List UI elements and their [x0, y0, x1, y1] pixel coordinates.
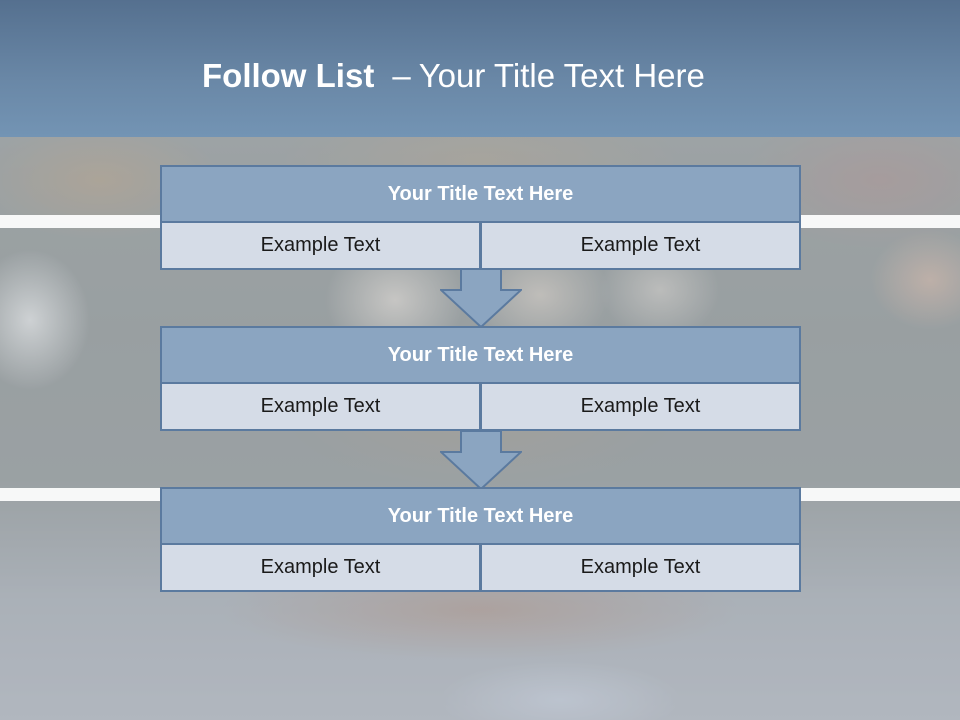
step-title: Your Title Text Here: [160, 326, 801, 384]
step-row: Example Text Example Text: [160, 221, 801, 270]
step-cell-left: Example Text: [160, 382, 481, 431]
step-row: Example Text Example Text: [160, 543, 801, 592]
list-step-2: Your Title Text Here Example Text Exampl…: [160, 326, 801, 431]
step-row: Example Text Example Text: [160, 382, 801, 431]
step-cell-right: Example Text: [480, 221, 801, 270]
down-arrow-icon: [440, 268, 522, 328]
slide-title: Follow List–Your Title Text Here: [202, 56, 705, 96]
step-cell-left: Example Text: [160, 221, 481, 270]
list-step-3: Your Title Text Here Example Text Exampl…: [160, 487, 801, 592]
slide-title-bold: Follow List: [202, 57, 375, 94]
title-band: [0, 0, 960, 137]
step-cell-right: Example Text: [480, 543, 801, 592]
list-step-1: Your Title Text Here Example Text Exampl…: [160, 165, 801, 270]
down-arrow-icon: [440, 430, 522, 490]
step-cell-left: Example Text: [160, 543, 481, 592]
slide-title-dash: –: [392, 57, 411, 94]
slide-title-rest: Your Title Text Here: [418, 57, 705, 94]
step-title: Your Title Text Here: [160, 487, 801, 545]
step-title: Your Title Text Here: [160, 165, 801, 223]
step-cell-right: Example Text: [480, 382, 801, 431]
